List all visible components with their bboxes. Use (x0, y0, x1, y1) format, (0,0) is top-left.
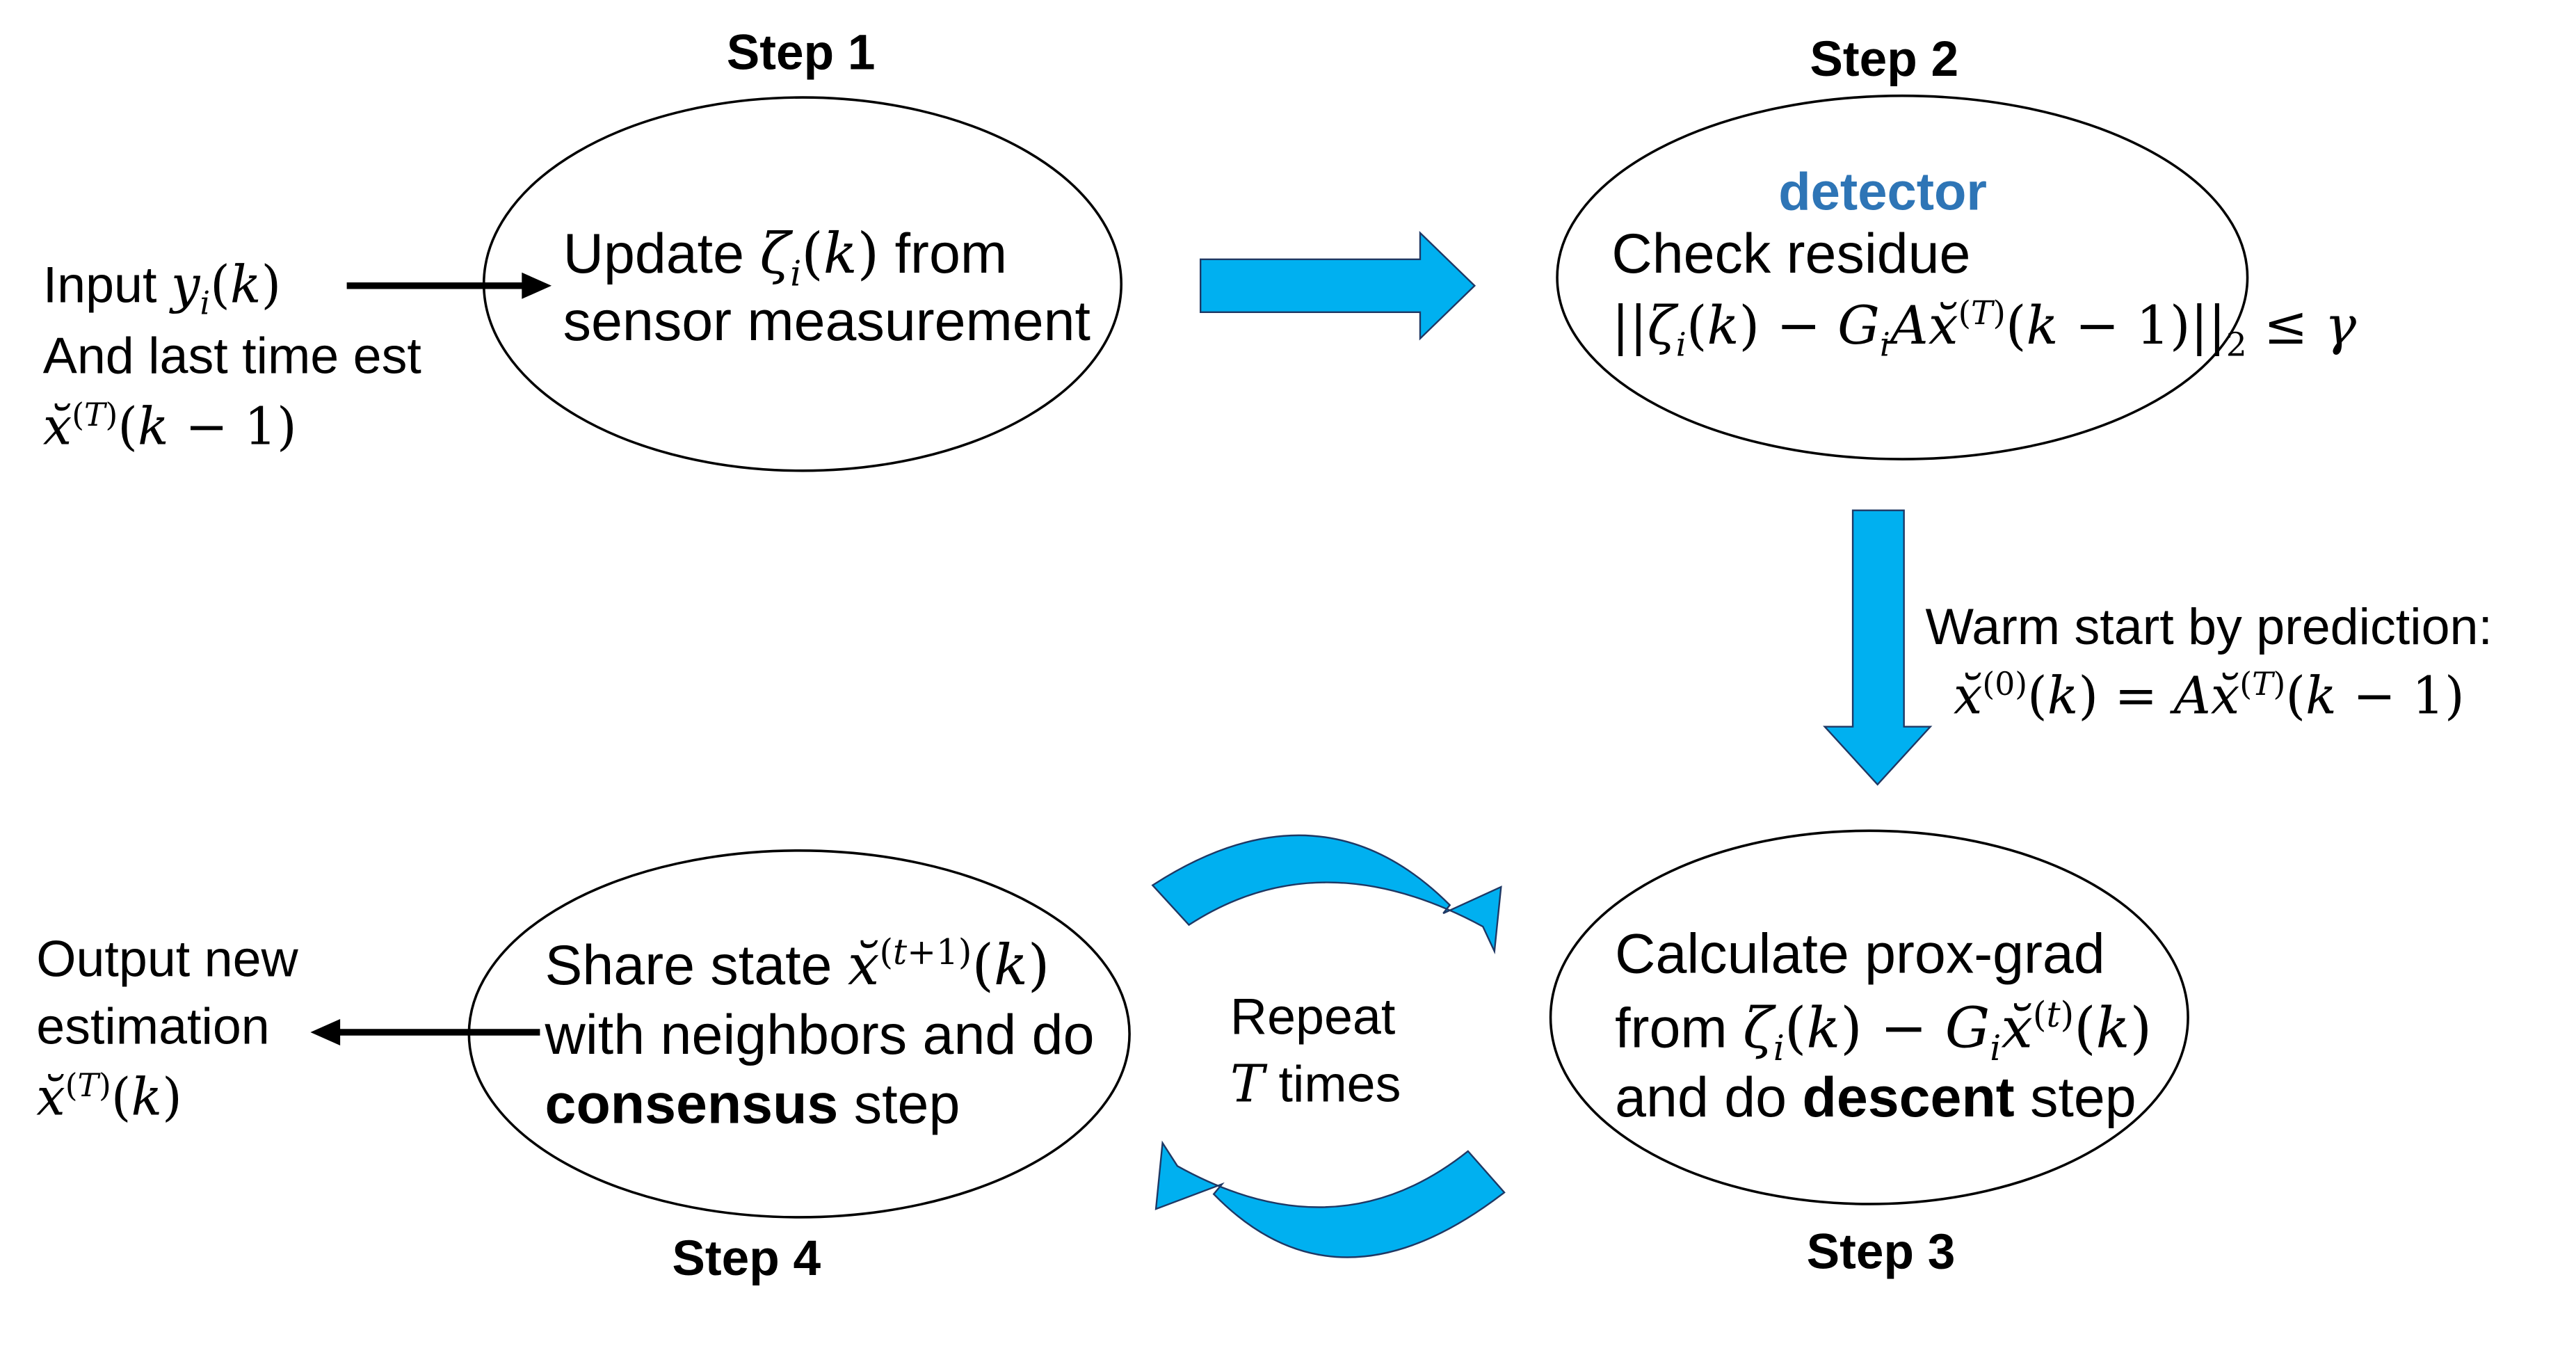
step3-line1: Calculate prox-grad (1615, 923, 2105, 986)
step3-line3: and do descent step (1615, 1066, 2136, 1130)
descent-emphasis: descent (1802, 1066, 2015, 1130)
warm-start-formula: x̆(0)(k) = Ax̆(T)(k − 1) (1953, 665, 2465, 727)
step3-line2: from ζi(k) − Gix̆(t)(k) (1615, 993, 2152, 1068)
repeat-line2: T times (1230, 1055, 1401, 1115)
output-arrow-head (310, 1019, 341, 1045)
zeta-symbol: ζi (759, 221, 802, 294)
step4-label: Step 4 (672, 1232, 821, 1287)
repeat-line1: Repeat (1230, 987, 1396, 1045)
block-arrow-down (1823, 509, 1933, 786)
curved-arrow-bottom (1154, 1140, 1506, 1258)
output-line1: Output new (36, 929, 298, 988)
step1-label: Step 1 (726, 26, 876, 81)
step2-line1: Check residue (1611, 223, 1971, 286)
step1-line1: Update ζi(k) from (563, 221, 1008, 294)
step4-line3: consensus step (545, 1073, 960, 1137)
consensus-emphasis: consensus (545, 1073, 839, 1137)
step2-label: Step 2 (1810, 33, 1959, 88)
block-arrow-right (1200, 230, 1476, 341)
input-arrow-head (522, 272, 552, 299)
step4-line1: Share state x̆(t+1)(k) (545, 931, 1050, 1000)
output-estimate: x̆(T)(k) (36, 1066, 182, 1128)
input-symbol-yi: yi (170, 256, 211, 323)
step4-line2: with neighbors and do (545, 1004, 1095, 1067)
step3-ellipse (1549, 829, 2189, 1205)
input-line2: And last time est (42, 327, 421, 385)
input-line3-estimate: x̆(T)(k − 1) (42, 396, 297, 458)
output-line2: estimation (36, 997, 270, 1056)
step1-line2: sensor measurement (563, 290, 1090, 354)
step2-ellipse (1556, 94, 2249, 460)
warm-start-line1: Warm start by prediction: (1925, 598, 2493, 656)
step3-label: Step 3 (1806, 1225, 1956, 1281)
step2-residue-formula: ||ζi(k) − GiAx̆(T)(k − 1)||2 ≤ γ (1611, 294, 2357, 364)
detector-label: detector (1778, 161, 1987, 222)
input-line1: Input yi(k) (42, 256, 282, 323)
curved-arrow-top (1151, 834, 1502, 955)
